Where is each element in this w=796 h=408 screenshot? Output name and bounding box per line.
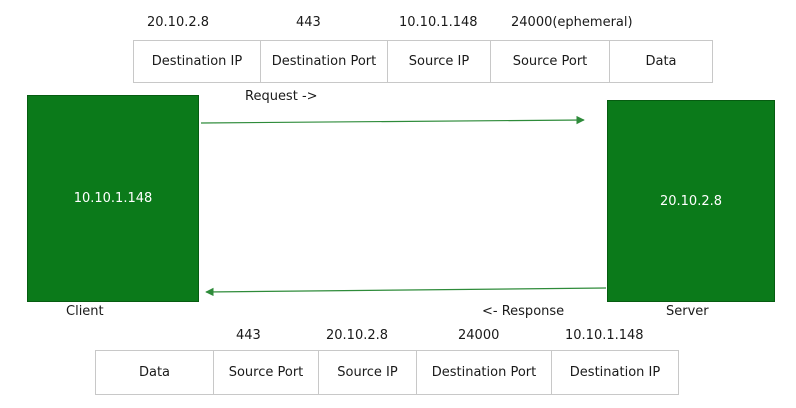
top-value-source-ip: 10.10.1.148 (399, 15, 478, 30)
top-field-destination-port: Destination Port (260, 40, 388, 83)
request-label: Request -> (245, 89, 318, 104)
top-value-destination-port: 443 (296, 15, 321, 30)
bottom-field-destination-ip: Destination IP (551, 350, 679, 395)
bottom-value-destination-ip: 10.10.1.148 (565, 328, 644, 343)
server-label: Server (666, 304, 709, 319)
top-field-data: Data (609, 40, 713, 83)
bottom-value-destination-port: 24000 (458, 328, 500, 343)
bottom-value-source-ip: 20.10.2.8 (326, 328, 389, 343)
bottom-field-source-ip: Source IP (318, 350, 417, 395)
top-value-source-port: 24000(ephemeral) (511, 15, 633, 30)
response-label: <- Response (482, 304, 565, 319)
client-box: 10.10.1.148 (27, 95, 199, 302)
top-field-source-port: Source Port (490, 40, 610, 83)
client-ip: 10.10.1.148 (73, 191, 153, 206)
top-field-source-ip: Source IP (387, 40, 491, 83)
server-ip: 20.10.2.8 (659, 193, 723, 209)
response-arrow (205, 287, 607, 297)
client-label: Client (66, 304, 104, 319)
request-arrow (200, 115, 585, 125)
bottom-field-destination-port: Destination Port (416, 350, 552, 395)
bottom-field-source-port: Source Port (213, 350, 319, 395)
bottom-value-source-port: 443 (236, 328, 261, 343)
bottom-field-data: Data (95, 350, 214, 395)
top-value-destination-ip: 20.10.2.8 (147, 15, 210, 30)
server-box: 20.10.2.8 (607, 100, 775, 302)
